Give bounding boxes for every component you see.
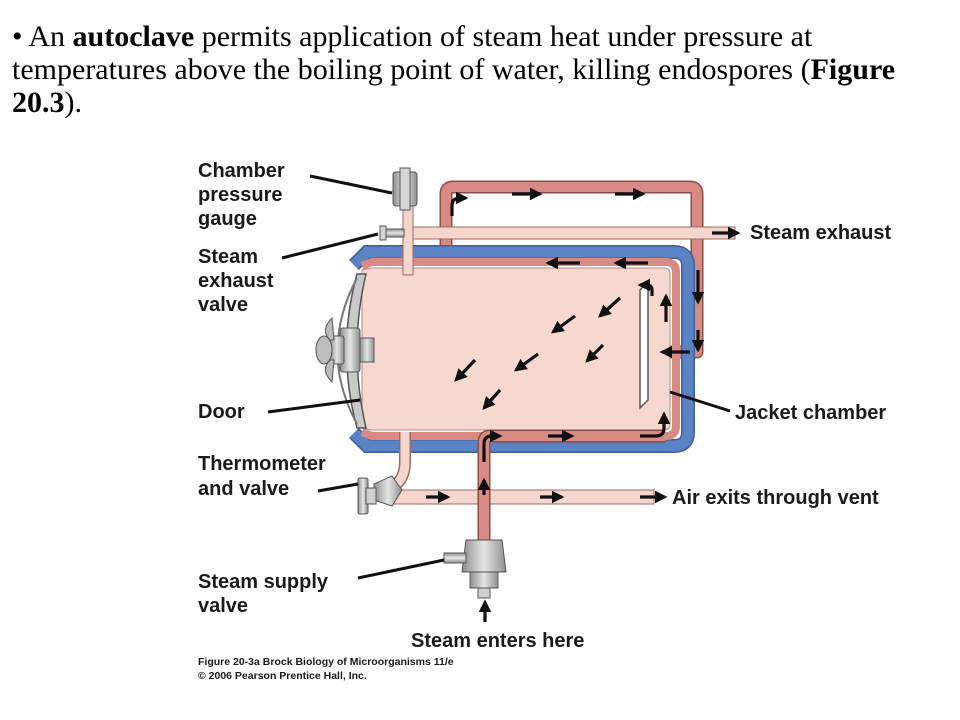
bullet-text: • An autoclave permits application of st… <box>12 20 942 119</box>
figure-reference: Figure 20.3 <box>12 53 896 119</box>
steam-supply-valve <box>443 539 507 599</box>
figure-caption: Figure 20-3a Brock Biology of Microorgan… <box>198 656 454 682</box>
door <box>315 273 375 429</box>
term-autoclave: autoclave <box>72 20 195 53</box>
bullet-pre: An <box>28 20 73 53</box>
leader-lines <box>267 174 731 580</box>
baffle <box>639 280 649 410</box>
label-steam-exhaust: Steam exhaust <box>750 222 892 244</box>
thermometer-valve <box>357 432 411 515</box>
flow-arrows <box>426 187 741 622</box>
bullet-mid: permits application of steam heat under … <box>12 20 813 86</box>
chamber <box>361 267 671 431</box>
steam-loop-pipe <box>439 180 704 359</box>
jacket-steam-layer <box>360 258 680 440</box>
exhaust-valve <box>379 225 405 241</box>
pressure-gauge <box>392 167 418 276</box>
bullet-post: ). <box>64 86 83 119</box>
label-jacket-chamber: Jacket chamber <box>735 402 886 424</box>
steam-exhaust-pipe <box>404 226 736 240</box>
jacket-chamber-shell <box>349 245 695 453</box>
label-door: Door <box>198 401 245 423</box>
label-steam-enters: Steam enters here <box>411 630 584 652</box>
bullet-marker: • <box>12 20 23 53</box>
label-air-vent: Air exits through vent <box>672 487 879 509</box>
